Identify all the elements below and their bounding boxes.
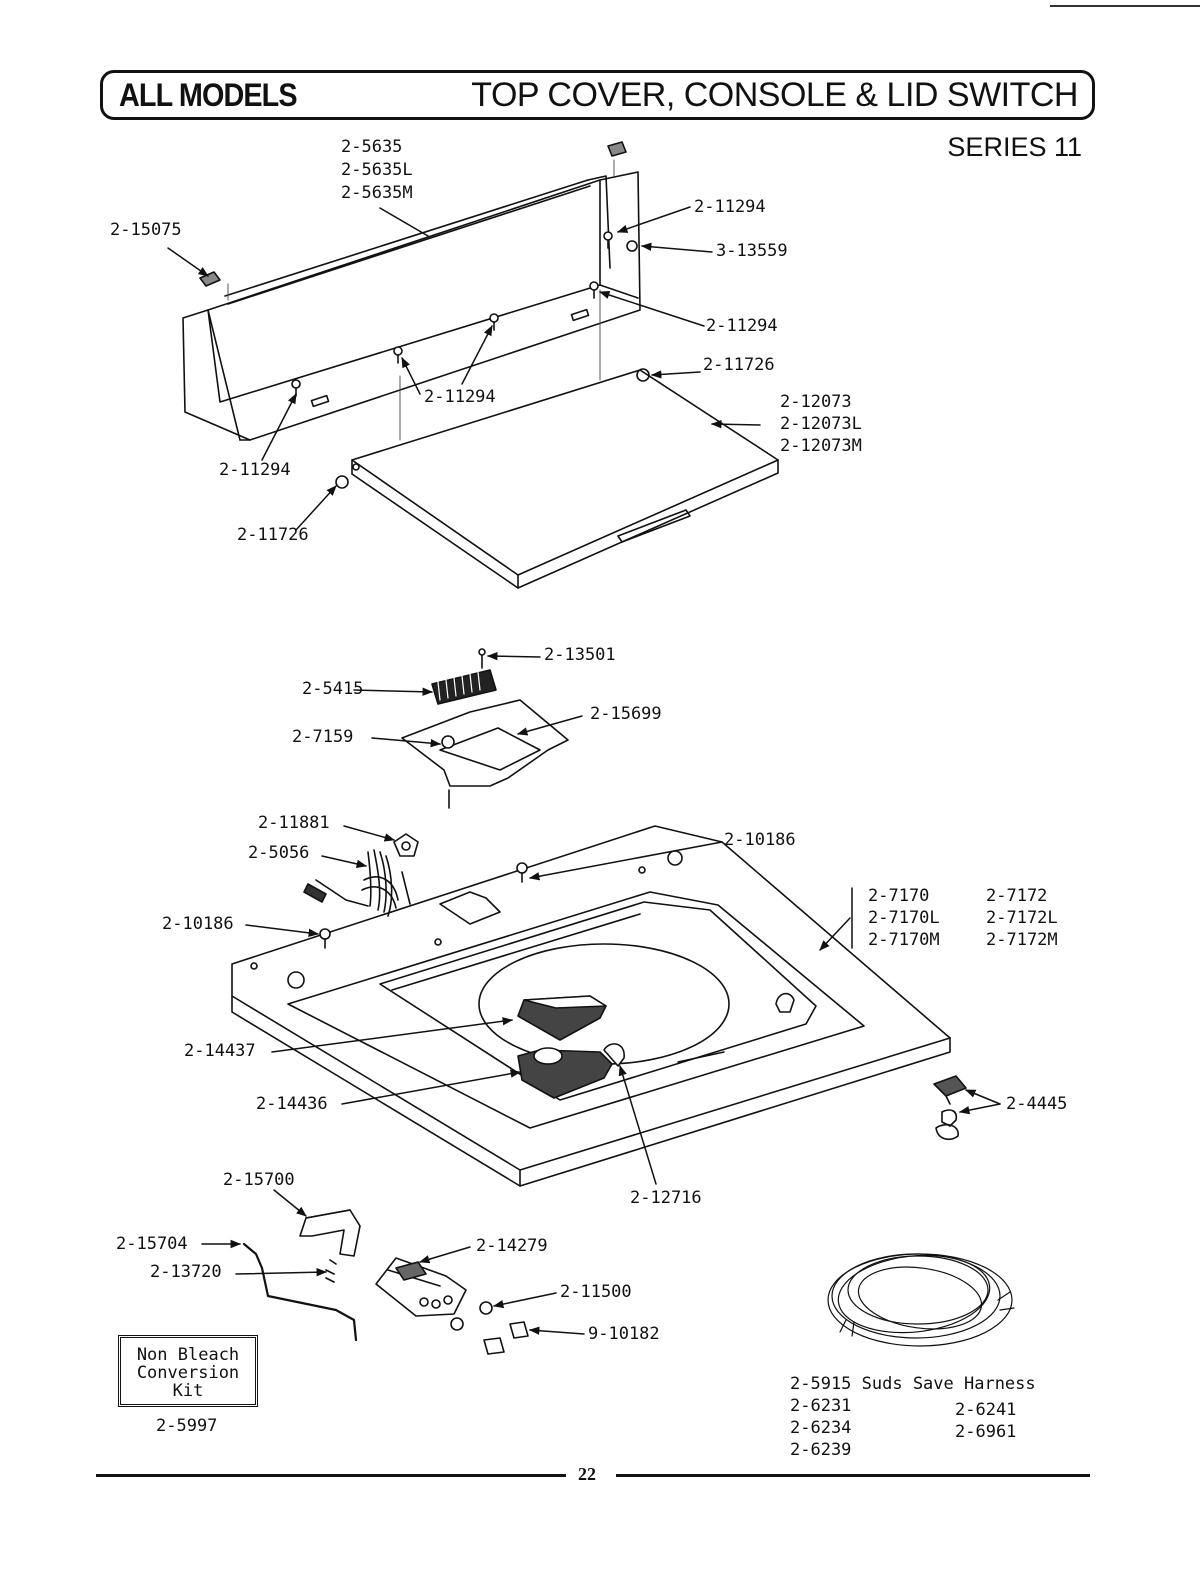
callout-screw-10186-right: 2-10186 [724,830,796,850]
callout-plug-13559: 3-13559 [716,241,788,261]
callout-screw-middle: 2-11294 [424,387,496,407]
cord-clip [393,833,419,857]
callout-dispenser-14437: 2-14437 [184,1041,256,1061]
callout-lid-1: 2-12073 [780,392,852,412]
page-title: TOP COVER, CONSOLE & LID SWITCH [471,76,1078,114]
callout-screw-left: 2-11294 [219,460,291,480]
callout-console-2: 2-5635L [341,160,413,180]
callout-console-1: 2-5635 [341,137,403,157]
models-label: ALL MODELS [119,77,298,113]
callout-nut-11500: 2-11500 [560,1282,632,1302]
harness-part-5: 2-6961 [955,1422,1017,1442]
callout-screw-top-right: 2-11294 [694,197,766,217]
harness-part-2: 2-6234 [790,1418,852,1438]
bleach-dispenser [517,995,625,1099]
callout-bracket-15700: 2-15700 [223,1170,295,1190]
cover-screws [319,862,528,949]
harness-main-label: 2-5915 Suds Save Harness [790,1374,1036,1394]
lid-switch [431,648,497,705]
footer-rule-right [616,1474,1090,1477]
page-number: 22 [578,1464,596,1484]
callout-hinge-12716: 2-12716 [630,1188,702,1208]
title-banner: ALL MODELS TOP COVER, CONSOLE & LID SWIT… [100,70,1095,120]
harness-part-4: 2-6241 [955,1400,1017,1420]
callout-screw-10182: 9-10182 [588,1324,660,1344]
callout-bumper-right: 2-11726 [703,355,775,375]
callout-top-cover-b-1: 2-7172 [986,886,1048,906]
series-label: SERIES 11 [947,132,1082,162]
power-cord [303,849,411,917]
harness-part-3: 2-6239 [790,1440,852,1460]
actuator-rod [242,1242,358,1342]
actuator-bracket [299,1209,361,1257]
callout-screw-right: 2-11294 [706,316,778,336]
lid-bumper-right [636,368,650,382]
callout-actuator-14279: 2-14279 [476,1236,548,1256]
callout-top-cover-b-3: 2-7172M [986,930,1058,950]
assembly-lines [227,159,615,441]
corner-mark [1050,5,1200,7]
kit-line-3: Kit [172,1381,204,1401]
footer-rule-left [96,1474,566,1477]
harness-part-1: 2-6231 [790,1396,852,1416]
callout-switch-5415: 2-5415 [302,679,364,699]
callout-lid-2: 2-12073L [780,414,862,434]
washer-lid [351,369,779,589]
callout-top-cover-b-2: 2-7172L [986,908,1058,928]
callout-bumper-left: 2-11726 [237,525,309,545]
callout-leader-lines [167,206,1001,1335]
lid-bumper-left [335,475,349,489]
callout-dispenser-14436: 2-14436 [256,1094,328,1114]
kit-part-number: 2-5997 [156,1416,218,1436]
callout-screw-13501: 2-13501 [544,645,616,665]
nut-and-screws [450,1301,529,1355]
cover-clip-4445 [933,1075,967,1141]
callout-rod-15704: 2-15704 [116,1234,188,1254]
actuator-switch [375,1257,467,1317]
callout-clip-11881: 2-11881 [258,813,330,833]
callout-bracket-15699: 2-15699 [590,704,662,724]
callout-lid-3: 2-12073M [780,436,862,456]
callout-top-cover-a-1: 2-7170 [868,886,930,906]
callout-screw-7159: 2-7159 [292,727,354,747]
top-cover [231,825,951,1187]
console-clip [199,141,627,287]
callout-screw-10186-left: 2-10186 [162,914,234,934]
callout-cord-5056: 2-5056 [248,843,310,863]
console-panel [182,171,641,441]
callout-clip-4445: 2-4445 [1006,1094,1068,1114]
suds-save-harness [827,1253,1015,1347]
switch-bracket [401,699,569,809]
callout-console-3: 2-5635M [341,183,413,203]
kit-line-1: Non Bleach [136,1345,240,1365]
callout-top-cover-a-3: 2-7170M [868,930,940,950]
kit-line-2: Conversion [136,1363,240,1383]
callout-spring-13720: 2-13720 [150,1262,222,1282]
console-screws [291,231,638,397]
conversion-kit-box: Non Bleach Conversion Kit [118,1335,258,1407]
callout-clip-15075: 2-15075 [110,220,182,240]
callout-top-cover-a-2: 2-7170L [868,908,940,928]
